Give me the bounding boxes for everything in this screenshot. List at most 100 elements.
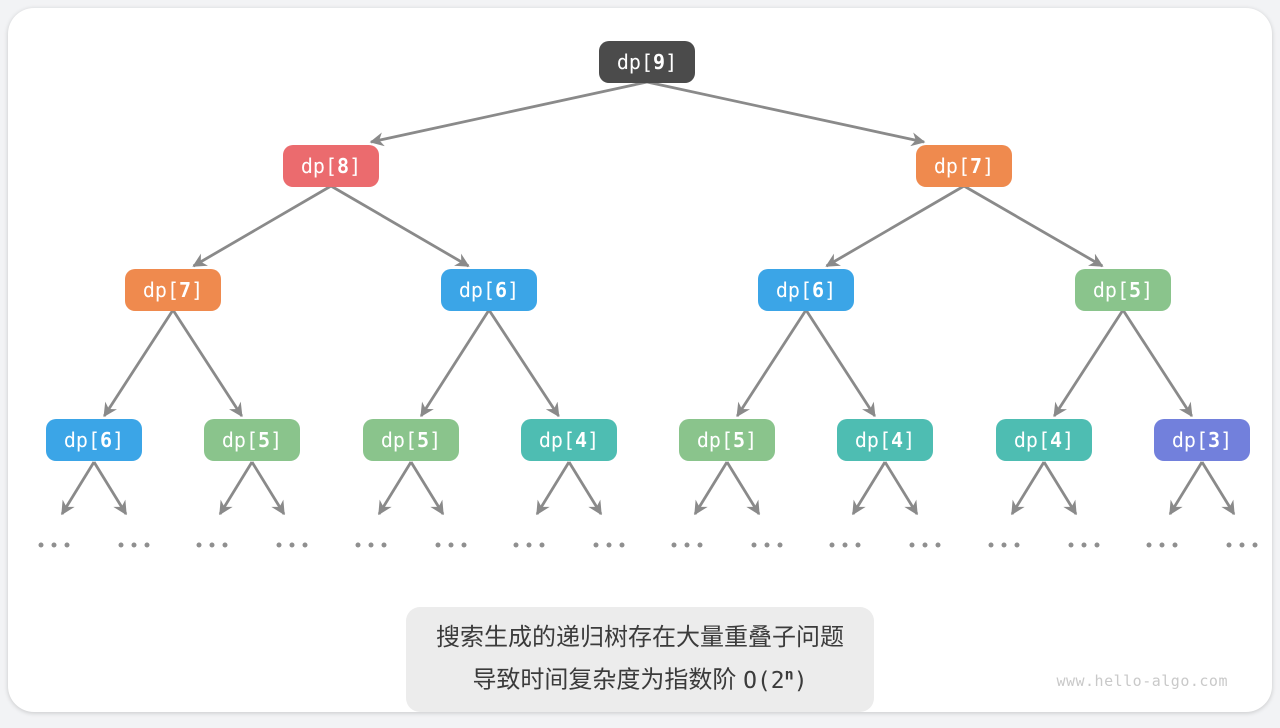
ellipsis-dot: [777, 542, 783, 548]
tree-node-dp6-a: dp[6]: [441, 269, 537, 311]
ellipsis-dot: [671, 542, 677, 548]
ellipsis-dot: [355, 542, 361, 548]
tree-edge: [567, 461, 603, 516]
ellipsis: [829, 542, 861, 548]
ellipsis: [435, 542, 467, 548]
tree-node-dp6-b: dp[6]: [758, 269, 854, 311]
tree-edge: [725, 461, 761, 516]
ellipsis: [1226, 542, 1258, 548]
node-label-part: 9: [653, 50, 666, 74]
node-label-part: ]: [429, 428, 442, 452]
ellipsis-dot: [988, 542, 994, 548]
tree-node-dp4-a: dp[4]: [521, 419, 617, 461]
node-label-part: dp[: [1171, 428, 1209, 452]
node-label-part: ]: [587, 428, 600, 452]
ellipsis-dot: [381, 542, 387, 548]
ellipsis: [118, 542, 150, 548]
node-label-part: 4: [575, 428, 588, 452]
tree-edge: [92, 461, 128, 516]
tree-node-dp5-a: dp[5]: [1075, 269, 1171, 311]
ellipsis-dot: [619, 542, 625, 548]
node-label-part: ]: [1141, 278, 1154, 302]
tree-edge: [409, 461, 445, 516]
ellipsis-dot: [368, 542, 374, 548]
watermark: www.hello-algo.com: [1056, 672, 1228, 690]
node-label-part: 6: [495, 278, 508, 302]
ellipsis-dot: [842, 542, 848, 548]
tree-edge: [963, 184, 1104, 268]
node-label-part: 5: [258, 428, 271, 452]
ellipsis: [909, 542, 941, 548]
tree-edge: [883, 461, 919, 516]
ellipsis-dot: [1014, 542, 1020, 548]
ellipsis-dot: [1001, 542, 1007, 548]
node-label-part: ]: [982, 154, 995, 178]
tree-node-dp5-d: dp[5]: [679, 419, 775, 461]
ellipsis-dot: [1081, 542, 1087, 548]
tree-edge: [171, 309, 243, 418]
node-label-part: ]: [270, 428, 283, 452]
tree-edge: [369, 80, 648, 147]
ellipsis-dot: [539, 542, 545, 548]
node-label-part: ]: [665, 50, 678, 74]
caption-box: 搜索生成的递归树存在大量重叠子问题 导致时间复杂度为指数阶 O(2n): [406, 607, 874, 712]
tree-edge: [250, 461, 286, 516]
ellipsis: [671, 542, 703, 548]
tree-node-dp4-c: dp[4]: [996, 419, 1092, 461]
caption-line-1: 搜索生成的递归树存在大量重叠子问题: [436, 624, 844, 651]
node-label-part: 8: [337, 154, 350, 178]
tree-node-dp3: dp[3]: [1154, 419, 1250, 461]
ellipsis-dot: [935, 542, 941, 548]
ellipsis-dot: [144, 542, 150, 548]
node-label-part: 6: [812, 278, 825, 302]
node-label-part: ]: [745, 428, 758, 452]
ellipsis-dot: [118, 542, 124, 548]
tree-edge: [377, 461, 413, 516]
ellipsis-dot: [276, 542, 282, 548]
ellipsis: [276, 542, 308, 548]
tree-node-dp6-c: dp[6]: [46, 419, 142, 461]
tree-edge: [1010, 461, 1046, 516]
tree-edge: [218, 461, 254, 516]
tree-edge: [535, 461, 571, 516]
tree-edge: [487, 309, 560, 418]
ellipsis: [751, 542, 783, 548]
tree-edge: [1200, 461, 1236, 516]
node-label-part: dp[: [142, 278, 180, 302]
ellipsis-dot: [697, 542, 703, 548]
tree-node-dp7-l: dp[7]: [125, 269, 221, 311]
node-label-part: 6: [100, 428, 113, 452]
ellipsis-dot: [1094, 542, 1100, 548]
tree-edge: [1042, 461, 1078, 516]
ellipsis-dot: [302, 542, 308, 548]
node-label-part: dp[: [775, 278, 813, 302]
node-label-part: dp[: [538, 428, 576, 452]
tree-edge: [825, 184, 965, 268]
ellipsis-dot: [209, 542, 215, 548]
tree-node-dp9: dp[9]: [599, 41, 695, 83]
ellipsis: [38, 542, 70, 548]
node-label-part: dp[: [380, 428, 418, 452]
node-label-part: dp[: [458, 278, 496, 302]
ellipsis-dot: [513, 542, 519, 548]
ellipsis-dot: [684, 542, 690, 548]
node-label-part: ]: [824, 278, 837, 302]
tree-edge: [851, 461, 887, 516]
ellipsis: [988, 542, 1020, 548]
ellipsis-dot: [1068, 542, 1074, 548]
tree-edge: [60, 461, 96, 516]
node-label-part: 4: [891, 428, 904, 452]
node-label-part: dp[: [696, 428, 734, 452]
caption-line-2: 导致时间复杂度为指数阶 O(2n): [436, 656, 844, 699]
ellipsis-dot: [448, 542, 454, 548]
figure-card: dp[9]dp[8]dp[7]dp[7]dp[6]dp[6]dp[5]dp[6]…: [8, 8, 1272, 712]
node-label-part: dp[: [616, 50, 654, 74]
node-label-part: ]: [112, 428, 125, 452]
ellipsis: [196, 542, 228, 548]
ellipsis-dot: [829, 542, 835, 548]
ellipsis-dot: [1146, 542, 1152, 548]
node-label-part: 5: [1129, 278, 1142, 302]
ellipsis-dot: [909, 542, 915, 548]
ellipsis-dot: [606, 542, 612, 548]
tree-edge: [646, 80, 926, 147]
